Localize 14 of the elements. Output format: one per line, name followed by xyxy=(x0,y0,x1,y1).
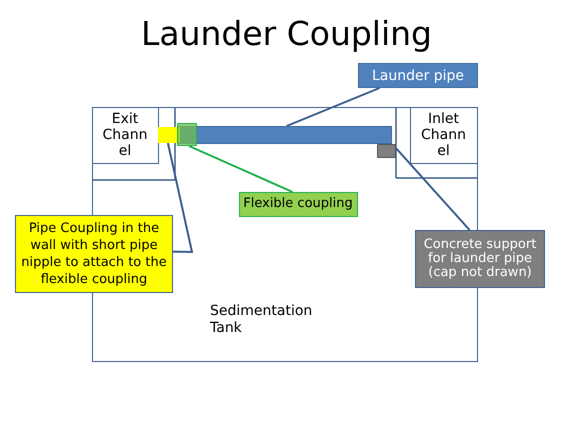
leader-line xyxy=(286,87,380,127)
leader-line xyxy=(395,148,470,231)
callout-box: Flexible coupling xyxy=(238,192,358,216)
callout-box: Pipe Coupling in the wall with short pipe nipple to attach to the flexible coupling xyxy=(15,215,173,293)
channel-box: Exit Chann el xyxy=(92,106,158,164)
flexible-coupling xyxy=(176,122,196,146)
concrete-support xyxy=(376,144,396,158)
leader-line xyxy=(166,142,194,254)
title: Launder Coupling xyxy=(140,14,434,53)
leader-line xyxy=(188,145,293,193)
callout-box: Concrete support for launder pipe (cap not drawn) xyxy=(415,230,545,288)
callout-box: Launder pipe xyxy=(358,63,478,88)
tank-label: Sedimentation Tank xyxy=(210,303,314,337)
channel-box: Inlet Chann el xyxy=(410,106,478,164)
